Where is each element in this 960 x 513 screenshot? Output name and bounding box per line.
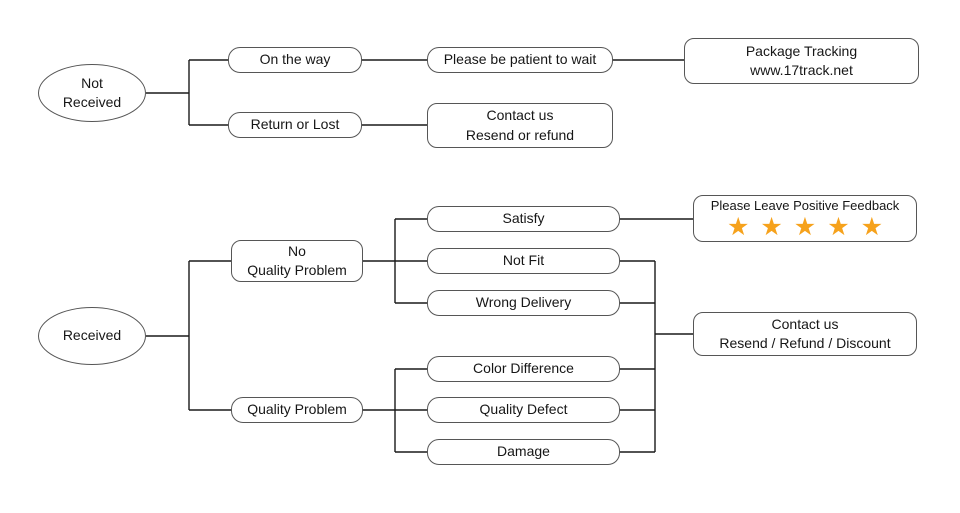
node-quality-problem: Quality Problem bbox=[231, 397, 363, 423]
node-damage: Damage bbox=[427, 439, 620, 465]
node-satisfy: Satisfy bbox=[427, 206, 620, 232]
node-be-patient: Please be patient to wait bbox=[427, 47, 613, 73]
node-contact-resend-refund-discount: Contact us Resend / Refund / Discount bbox=[693, 312, 917, 356]
node-not-received: Not Received bbox=[38, 64, 146, 122]
positive-feedback-label: Please Leave Positive Feedback bbox=[710, 198, 900, 214]
node-return-or-lost: Return or Lost bbox=[228, 112, 362, 138]
node-no-quality-problem: No Quality Problem bbox=[231, 240, 363, 282]
node-received: Received bbox=[38, 307, 146, 365]
node-quality-defect: Quality Defect bbox=[427, 397, 620, 423]
node-wrong-delivery: Wrong Delivery bbox=[427, 290, 620, 316]
node-color-difference: Color Difference bbox=[427, 356, 620, 382]
node-package-tracking: Package Tracking www.17track.net bbox=[684, 38, 919, 84]
node-contact-resend-refund: Contact us Resend or refund bbox=[427, 103, 613, 148]
node-not-fit: Not Fit bbox=[427, 248, 620, 274]
node-on-the-way: On the way bbox=[228, 47, 362, 73]
star-rating-icons: ★★★★★ bbox=[726, 212, 895, 241]
node-positive-feedback: Please Leave Positive Feedback ★★★★★ bbox=[693, 195, 917, 242]
